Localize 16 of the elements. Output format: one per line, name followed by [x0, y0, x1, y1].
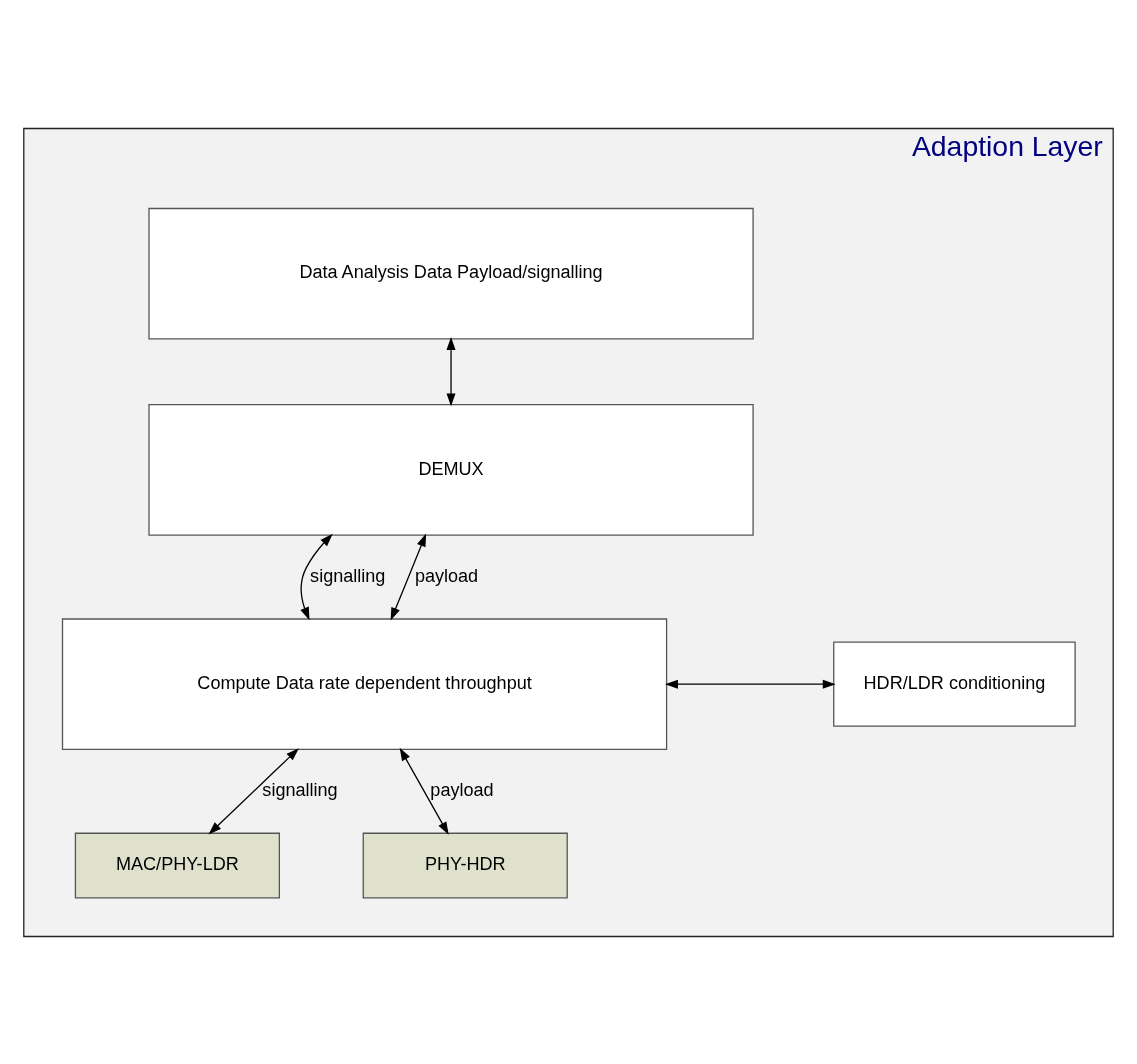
node-box: DEMUX [148, 403, 754, 536]
node-box: HDR/LDR conditioning [833, 641, 1076, 727]
arrow [390, 533, 427, 621]
arrow [446, 336, 456, 406]
edge-label: payload [414, 565, 479, 586]
node-box: PHY-HDR [362, 832, 568, 898]
arrow [399, 747, 449, 835]
arrow [300, 533, 333, 620]
node-box: Compute Data rate dependent throughput [61, 617, 668, 750]
edge-label: signalling [310, 565, 386, 586]
node-box: MAC/PHY-LDR [74, 832, 280, 898]
edge-label: payload [430, 779, 494, 800]
edge-label: signalling [262, 779, 338, 800]
node-box: Data Analysis Data Payload/signalling [148, 207, 754, 340]
arrow [665, 679, 836, 689]
arrow [208, 747, 299, 834]
